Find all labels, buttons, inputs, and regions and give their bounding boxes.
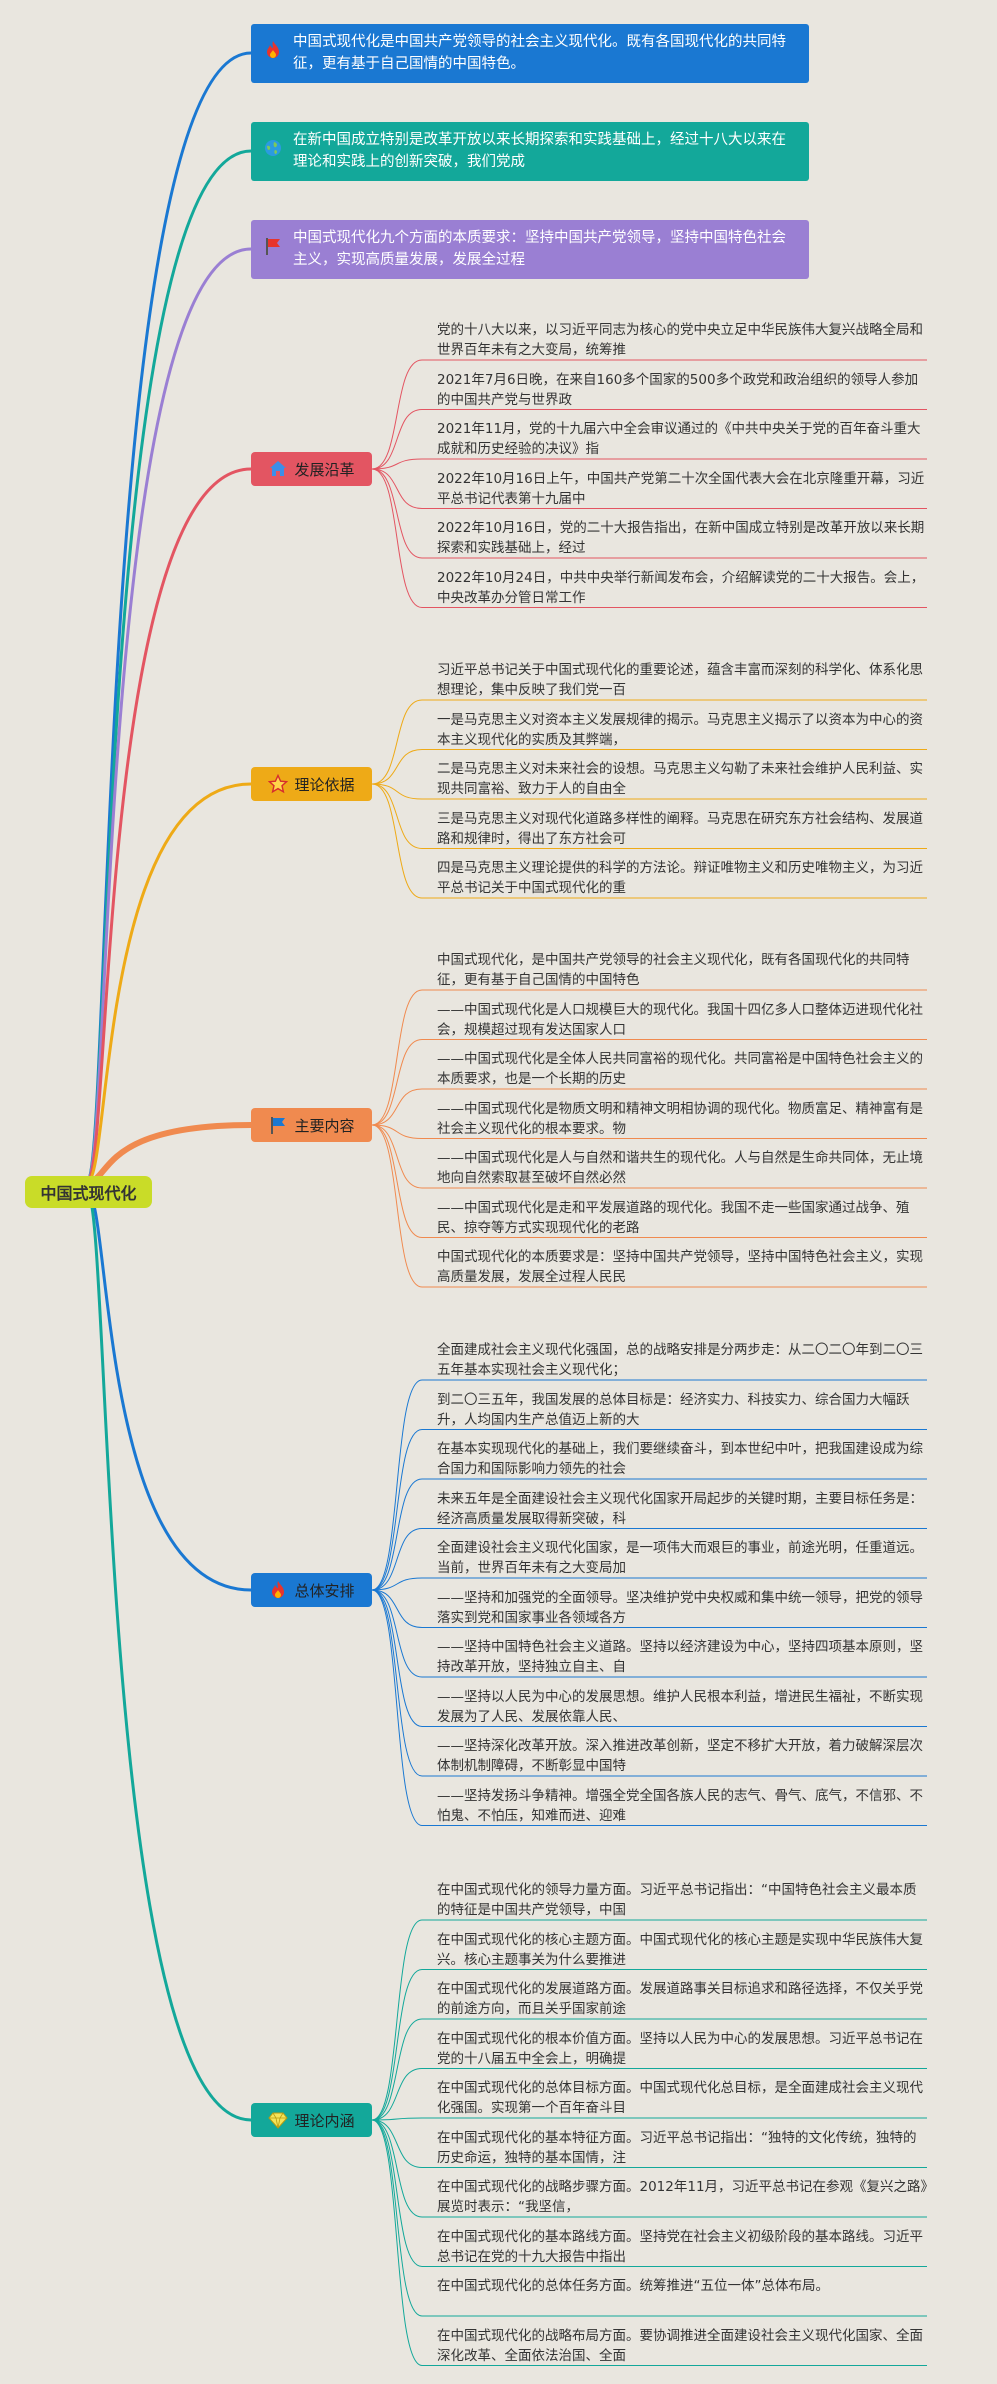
- leaf-item[interactable]: 到二〇三五年，我国发展的总体目标是：经济实力、科技实力、综合国力大幅跃升，人均国…: [437, 1391, 910, 1428]
- leaf-item[interactable]: 在中国式现代化的根本价值方面。坚持以人民为中心的发展思想。习近平总书记在党的十八…: [437, 2030, 923, 2067]
- leaf-item[interactable]: 2022年10月24日，中共中央举行新闻发布会，介绍解读党的二十大报告。会上，中…: [437, 569, 925, 606]
- flag-icon: [268, 1115, 288, 1135]
- leaf-item[interactable]: 四是马克思主义理论提供的科学的方法论。辩证唯物主义和历史唯物主义，为习近平总书记…: [437, 860, 923, 896]
- leaf-item[interactable]: 在中国式现代化的战略布局方面。要协调推进全面建设社会主义现代化国家、全面深化改革…: [437, 2327, 923, 2364]
- root-connector: [86, 1190, 252, 1592]
- root-connector: [86, 782, 252, 1184]
- branch-label: 总体安排: [294, 1581, 355, 1600]
- leaf-item[interactable]: ——中国式现代化是物质文明和精神文明相协调的现代化。物质富足、精神富有是社会主义…: [437, 1100, 923, 1137]
- leaf-item[interactable]: 在中国式现代化的基本路线方面。坚持党在社会主义初级阶段的基本路线。习近平总书记在…: [437, 2228, 923, 2265]
- diamond-icon: [268, 2110, 289, 2130]
- top-box-3[interactable]: 中国式现代化九个方面的本质要求：坚持中国共产党领导，坚持中国特色社会主义，实现高…: [251, 220, 809, 279]
- branch-node[interactable]: 总体安排: [251, 1573, 372, 1607]
- leaf-item[interactable]: ——中国式现代化是人与自然和谐共生的现代化。人与自然是生命共同体，无止境地向自然…: [437, 1150, 923, 1186]
- root-connector: [85, 1190, 252, 2122]
- leaf-item[interactable]: ——坚持中国特色社会主义道路。坚持以经济建设为中心，坚持四项基本原则，坚持改革开…: [437, 1639, 923, 1675]
- branch-node[interactable]: 发展沿革: [251, 452, 372, 486]
- branch-node[interactable]: 主要内容: [251, 1108, 372, 1142]
- top-box-text: 在新中国成立特别是改革开放以来长期探索和实践基础上，经过十八大以来在理论和实践上…: [293, 132, 786, 170]
- leaf-item[interactable]: 三是马克思主义对现代化道路多样性的阐释。马克思在研究东方社会结构、发展道路和规律…: [437, 810, 923, 847]
- flame-icon: [263, 40, 283, 60]
- root-connector: [85, 51, 252, 1184]
- top-box-text: 中国式现代化九个方面的本质要求：坚持中国共产党领导，坚持中国特色社会主义，实现高…: [293, 230, 786, 268]
- branch-node[interactable]: 理论依据: [251, 767, 372, 801]
- flag-icon: [263, 236, 283, 256]
- leaf-item[interactable]: 在中国式现代化的核心主题方面。中国式现代化的核心主题是实现中华民族伟大复兴。核心…: [437, 1931, 923, 1968]
- leaf-item[interactable]: 全面建设社会主义现代化国家，是一项伟大而艰巨的事业，前途光明，任重道远。当前，世…: [437, 1540, 923, 1576]
- leaf-item[interactable]: 在中国式现代化的总体目标方面。中国式现代化总目标，是全面建成社会主义现代化强国。…: [437, 2080, 923, 2116]
- branch-label: 理论内涵: [294, 2111, 355, 2130]
- leaf-item[interactable]: ——中国式现代化是全体人民共同富裕的现代化。共同富裕是中国特色社会主义的本质要求…: [437, 1051, 923, 1087]
- leaf-item[interactable]: 全面建成社会主义现代化强国，总的战略安排是分两步走：从二〇二〇年到二〇三五年基本…: [437, 1342, 923, 1378]
- leaf-item[interactable]: ——坚持和加强党的全面领导。坚决维护党中央权威和集中统一领导，把党的领导落实到党…: [437, 1589, 923, 1626]
- branch-label: 理论依据: [294, 775, 355, 794]
- leaf-item[interactable]: 未来五年是全面建设社会主义现代化国家开局起步的关键时期，主要目标任务是：经济高质…: [437, 1490, 923, 1527]
- leaf-item[interactable]: ——坚持发扬斗争精神。增强全党全国各族人民的志气、骨气、底气，不信邪、不怕鬼、不…: [437, 1787, 923, 1824]
- top-box-text: 中国式现代化是中国共产党领导的社会主义现代化。既有各国现代化的共同特征，更有基于…: [293, 34, 786, 72]
- leaf-item[interactable]: 2022年10月16日上午，中国共产党第二十次全国代表大会在北京隆重开幕，习近平…: [437, 470, 925, 507]
- leaf-item[interactable]: 在中国式现代化的领导力量方面。习近平总书记指出：“中国特色社会主义最本质的特征是…: [437, 1882, 917, 1918]
- root-label: 中国式现代化: [40, 1184, 137, 1203]
- leaf-item[interactable]: 在中国式现代化的战略步骤方面。2012年11月，习近平总书记在参观《复兴之路》展…: [437, 2179, 928, 2215]
- leaf-item[interactable]: 党的十八大以来，以习近平同志为核心的党中央立足中华民族伟大复兴战略全局和世界百年…: [437, 322, 923, 358]
- leaf-item[interactable]: 2021年11月，党的十九届六中全会审议通过的《中共中央关于党的百年奋斗重大成就…: [437, 421, 921, 457]
- top-box-1[interactable]: 中国式现代化是中国共产党领导的社会主义现代化。既有各国现代化的共同特征，更有基于…: [251, 24, 809, 83]
- branch-label: 发展沿革: [294, 460, 355, 479]
- leaf-item[interactable]: ——坚持以人民为中心的发展思想。维护人民根本利益，增进民生福祉，不断实现发展为了…: [437, 1688, 923, 1725]
- branch-node[interactable]: 理论内涵: [251, 2103, 372, 2137]
- leaf-item[interactable]: ——中国式现代化是人口规模巨大的现代化。我国十四亿多人口整体迈进现代化社会，规模…: [437, 1001, 923, 1038]
- star-icon: [268, 773, 289, 794]
- root-node[interactable]: 中国式现代化: [25, 1176, 152, 1208]
- root-connector: [85, 149, 252, 1184]
- leaf-item[interactable]: 二是马克思主义对未来社会的设想。马克思主义勾勒了未来社会维护人民利益、实现共同富…: [437, 761, 923, 797]
- root-connector: [85, 247, 252, 1184]
- leaf-item[interactable]: 一是马克思主义对资本主义发展规律的揭示。马克思主义揭示了以资本为中心的资本主义现…: [437, 711, 923, 748]
- leaf-item[interactable]: 习近平总书记关于中国式现代化的重要论述，蕴含丰富而深刻的科学化、体系化思想理论，…: [437, 662, 923, 698]
- flame-icon: [268, 1580, 288, 1600]
- leaf-connector: [371, 2117, 927, 2121]
- leaf-item[interactable]: 在中国式现代化的基本特征方面。习近平总书记指出：“独特的文化传统，独特的历史命运…: [437, 2129, 917, 2166]
- home-icon: [268, 459, 288, 479]
- globe-icon: [263, 138, 283, 158]
- top-box-2[interactable]: 在新中国成立特别是改革开放以来长期探索和实践基础上，经过十八大以来在理论和实践上…: [251, 122, 809, 181]
- branch-label: 主要内容: [294, 1116, 355, 1135]
- leaf-item[interactable]: 在中国式现代化的总体任务方面。统筹推进“五位一体”总体布局。: [437, 2278, 829, 2294]
- leaf-item[interactable]: ——坚持深化改革开放。深入推进改革创新，坚定不移扩大开放，着力破解深层次体制机制…: [437, 1738, 923, 1774]
- leaf-item[interactable]: 在中国式现代化的发展道路方面。发展道路事关目标追求和路径选择，不仅关乎党的前途方…: [437, 1981, 923, 2017]
- leaf-item[interactable]: 在基本实现现代化的基础上，我们要继续奋斗，到本世纪中叶，把我国建设成为综合国力和…: [437, 1441, 923, 1477]
- leaf-connector: [371, 458, 927, 470]
- leaf-item[interactable]: 2022年10月16日，党的二十大报告指出，在新中国成立特别是改革开放以来长期探…: [437, 520, 925, 556]
- leaf-item[interactable]: 中国式现代化的本质要求是：坚持中国共产党领导，坚持中国特色社会主义，实现高质量发…: [437, 1249, 923, 1285]
- root-connector: [85, 467, 252, 1184]
- root-connector: [86, 1122, 252, 1185]
- leaf-item[interactable]: 中国式现代化，是中国共产党领导的社会主义现代化，既有各国现代化的共同特征，更有基…: [437, 952, 910, 988]
- leaf-item[interactable]: 2021年7月6日晚，在来自160多个国家的500多个政党和政治组织的领导人参加…: [437, 371, 919, 408]
- leaf-item[interactable]: ——中国式现代化是走和平发展道路的现代化。我国不走一些国家通过战争、殖民、掠夺等…: [437, 1199, 910, 1236]
